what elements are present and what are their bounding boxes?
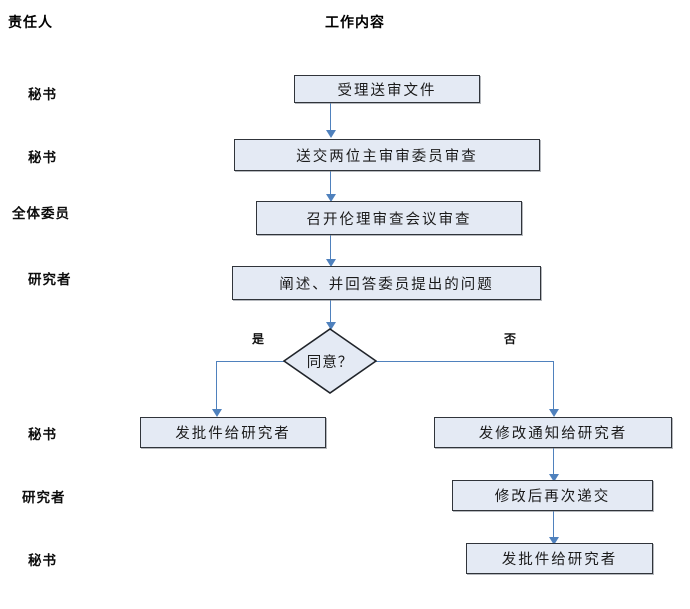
arrowhead-meeting-to-answer — [326, 259, 336, 267]
connector-accept-to-send — [330, 103, 331, 134]
role-label-secretary-4: 秘书 — [28, 553, 57, 569]
arrowhead-revision-to-resubmit — [549, 474, 559, 482]
connector-answer-to-decision — [330, 300, 331, 328]
role-label-secretary-3: 秘书 — [28, 427, 57, 443]
node-accept-documents[interactable]: 受理送审文件 — [294, 75, 480, 103]
role-label-secretary-2: 秘书 — [28, 150, 57, 166]
node-send-revision-notice[interactable]: 发修改通知给研究者 — [434, 417, 672, 448]
diamond-shape-icon — [283, 328, 377, 394]
node-send-to-reviewers[interactable]: 送交两位主审审委员审查 — [234, 139, 540, 171]
node-resubmit-after-revision[interactable]: 修改后再次递交 — [452, 480, 653, 511]
role-label-researcher-2: 研究者 — [22, 490, 66, 506]
arrowhead-send-to-meeting — [326, 194, 336, 202]
connector-yes-vertical — [216, 361, 217, 415]
branch-label-no: 否 — [504, 332, 517, 346]
arrowhead-no-to-revision — [549, 409, 559, 417]
arrowhead-yes-to-approval — [212, 409, 222, 417]
connector-send-to-meeting — [330, 171, 331, 200]
connector-no-horizontal — [375, 361, 553, 362]
arrowhead-accept-to-send — [326, 130, 336, 138]
connector-meeting-to-answer — [330, 235, 331, 265]
arrowhead-resubmit-to-approval — [549, 537, 559, 545]
role-label-researcher-1: 研究者 — [28, 272, 72, 288]
role-label-secretary-1: 秘书 — [28, 87, 57, 103]
node-hold-meeting[interactable]: 召开伦理审查会议审查 — [256, 201, 522, 235]
column-header-work-content: 工作内容 — [325, 15, 385, 31]
node-decision-label: 同意？ — [306, 354, 354, 371]
connector-resubmit-to-approval — [553, 511, 554, 542]
connector-no-vertical — [553, 361, 554, 415]
connector-yes-horizontal — [216, 361, 285, 362]
connector-revision-to-resubmit — [553, 448, 554, 479]
column-header-responsible: 责任人 — [8, 15, 53, 31]
node-issue-approval-left[interactable]: 发批件给研究者 — [140, 417, 326, 448]
role-label-all-members: 全体委员 — [12, 206, 70, 222]
node-issue-approval-bottom[interactable]: 发批件给研究者 — [466, 543, 653, 574]
arrowhead-answer-to-decision — [326, 322, 336, 330]
node-decision-agree[interactable]: 同意？ — [283, 328, 377, 394]
node-answer-questions[interactable]: 阐述、并回答委员提出的问题 — [232, 266, 541, 300]
branch-label-yes: 是 — [252, 332, 265, 346]
